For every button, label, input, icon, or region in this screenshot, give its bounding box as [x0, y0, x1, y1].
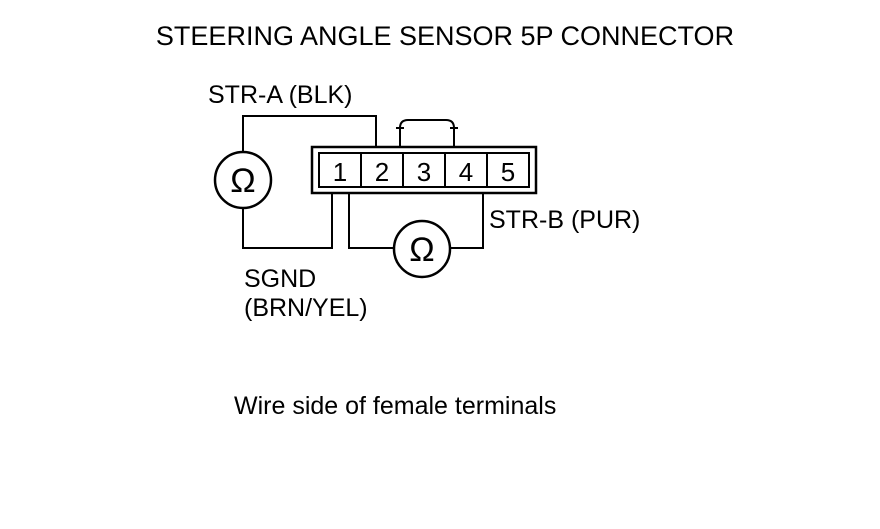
str-a-label: STR-A (BLK)	[208, 81, 352, 109]
pin-1-label: 1	[333, 157, 347, 187]
bottom-meter-wiring	[348, 193, 484, 249]
connector-5p: 1 2 3 4 5	[310, 145, 538, 195]
sgnd-label: SGND	[244, 265, 316, 293]
ohmmeter-icon: Ω	[213, 150, 273, 210]
str-b-label: STR-B (PUR)	[489, 206, 640, 234]
ohm-symbol: Ω	[230, 162, 255, 200]
ohm-symbol: Ω	[409, 231, 434, 269]
diagram-caption: Wire side of female terminals	[234, 392, 556, 420]
pin-2-label: 2	[375, 157, 389, 187]
ohmmeter-icon: Ω	[392, 219, 452, 279]
diagram-title: STEERING ANGLE SENSOR 5P CONNECTOR	[156, 21, 734, 51]
pin-3-label: 3	[417, 157, 431, 187]
connector-latch	[399, 119, 455, 147]
pin-4-label: 4	[459, 157, 473, 187]
left-meter-wiring	[242, 115, 377, 249]
sgnd-wire-color-label: (BRN/YEL)	[244, 294, 368, 322]
pin-5-label: 5	[501, 157, 515, 187]
